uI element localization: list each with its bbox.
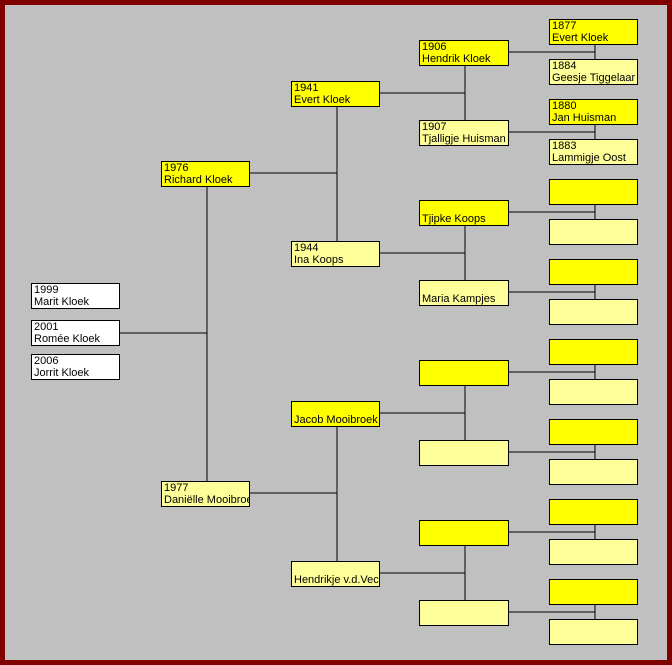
person-box[interactable] <box>549 539 638 565</box>
person-name: Tjalligje Huisman <box>422 132 506 145</box>
person-year: 1880 <box>552 100 577 112</box>
person-name: Romée Kloek <box>34 332 101 345</box>
person-year: 1999 <box>34 284 59 296</box>
person-box[interactable] <box>549 299 638 325</box>
person-box[interactable] <box>419 600 509 626</box>
person-box[interactable] <box>549 179 638 205</box>
person-name: Hendrik Kloek <box>422 52 491 65</box>
person-year: 1883 <box>552 140 577 152</box>
person-box[interactable] <box>549 339 638 365</box>
person-box[interactable] <box>549 579 638 605</box>
person-name: Richard Kloek <box>164 173 233 186</box>
person-box[interactable] <box>419 520 509 546</box>
person-name: Lammigje Oost <box>552 151 626 164</box>
person-year: 2001 <box>34 321 59 333</box>
person-box[interactable] <box>549 459 638 485</box>
person-year: 2006 <box>34 355 59 367</box>
person-box[interactable]: Hendrikje v.d.Vecht <box>291 561 380 587</box>
person-year: 1977 <box>164 482 189 494</box>
person-box[interactable] <box>549 259 638 285</box>
person-name: Jan Huisman <box>552 111 617 124</box>
person-year: 1907 <box>422 121 447 133</box>
person-name: Evert Kloek <box>552 31 609 44</box>
person-name: Daniëlle Mooibroek <box>164 493 250 506</box>
person-name: Tjipke Koops <box>422 213 486 225</box>
person-name: Evert Kloek <box>294 93 351 106</box>
person-year: 1944 <box>294 242 319 254</box>
person-box[interactable] <box>419 440 509 466</box>
person-year: 1884 <box>552 60 577 72</box>
person-name: Hendrikje v.d.Vecht <box>294 574 380 586</box>
person-year: 1976 <box>164 162 189 174</box>
person-name: Jorrit Kloek <box>34 366 90 379</box>
person-box[interactable] <box>419 360 509 386</box>
person-name: Geesje Tiggelaar <box>552 71 636 84</box>
person-box[interactable]: Jacob Mooibroek <box>291 401 380 427</box>
person-year: 1877 <box>552 20 577 32</box>
person-box[interactable] <box>549 379 638 405</box>
person-name: Marit Kloek <box>34 295 90 308</box>
person-box[interactable] <box>549 219 638 245</box>
person-box[interactable]: Tjipke Koops <box>419 200 509 226</box>
person-box[interactable] <box>549 499 638 525</box>
person-box[interactable] <box>549 619 638 645</box>
person-box[interactable] <box>549 419 638 445</box>
person-name: Ina Koops <box>294 253 344 266</box>
person-box[interactable]: Maria Kampjes <box>419 280 509 306</box>
person-name: Maria Kampjes <box>422 293 496 305</box>
person-name: Jacob Mooibroek <box>294 414 378 426</box>
person-year: 1941 <box>294 82 319 94</box>
person-year: 1906 <box>422 41 447 53</box>
